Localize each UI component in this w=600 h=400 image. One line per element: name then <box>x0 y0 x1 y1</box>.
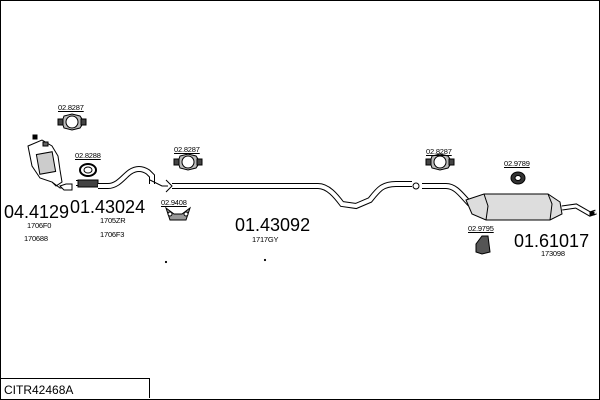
rubber-mount-icon <box>510 171 526 185</box>
accessory-ref-hanger-a: 02.9408 <box>161 198 187 207</box>
accessory-ref-rubber-mount: 02.9789 <box>504 159 530 168</box>
front-pipe <box>76 166 168 189</box>
part-number-rear-silencer: 01.61017 <box>514 231 590 251</box>
middle-pipe <box>165 179 420 210</box>
oem-ref-catalyst-2: 170688 <box>24 234 48 243</box>
accessory-ref-ring-seal: 02.8288 <box>75 151 101 160</box>
catalytic-converter <box>27 134 73 191</box>
accessory-ref-clamp-c: 02.8287 <box>426 147 452 156</box>
oem-ref-catalyst-1: 1706F0 <box>27 221 52 230</box>
part-number-front-pipe: 01.43024 <box>70 197 146 217</box>
ring-seal-icon <box>79 163 97 177</box>
rear-silencer <box>422 183 597 221</box>
part-number-middle-pipe: 01.43092 <box>235 215 311 235</box>
accessory-ref-clamp-b: 02.8287 <box>174 145 200 154</box>
oem-ref-middle-pipe-1: 1717GY <box>252 235 279 244</box>
oem-ref-front-pipe-1: 1705ZR <box>100 216 126 225</box>
diagram-title: CITR42468A <box>4 383 74 397</box>
clamp-icon-c <box>425 153 455 171</box>
hanger-icon-b <box>475 235 491 255</box>
clamp-icon-b <box>173 153 203 171</box>
title-box: CITR42468A <box>0 378 150 398</box>
clamp-icon-a <box>57 113 87 131</box>
accessory-ref-hanger-b: 02.9795 <box>468 224 494 233</box>
accessory-ref-clamp-a: 02.8287 <box>58 103 84 112</box>
part-number-catalyst: 04.4129 <box>4 202 70 222</box>
oem-ref-rear-silencer-1: 173098 <box>541 249 565 258</box>
oem-ref-front-pipe-2: 1706F3 <box>100 230 125 239</box>
hanger-icon-a <box>165 206 191 221</box>
